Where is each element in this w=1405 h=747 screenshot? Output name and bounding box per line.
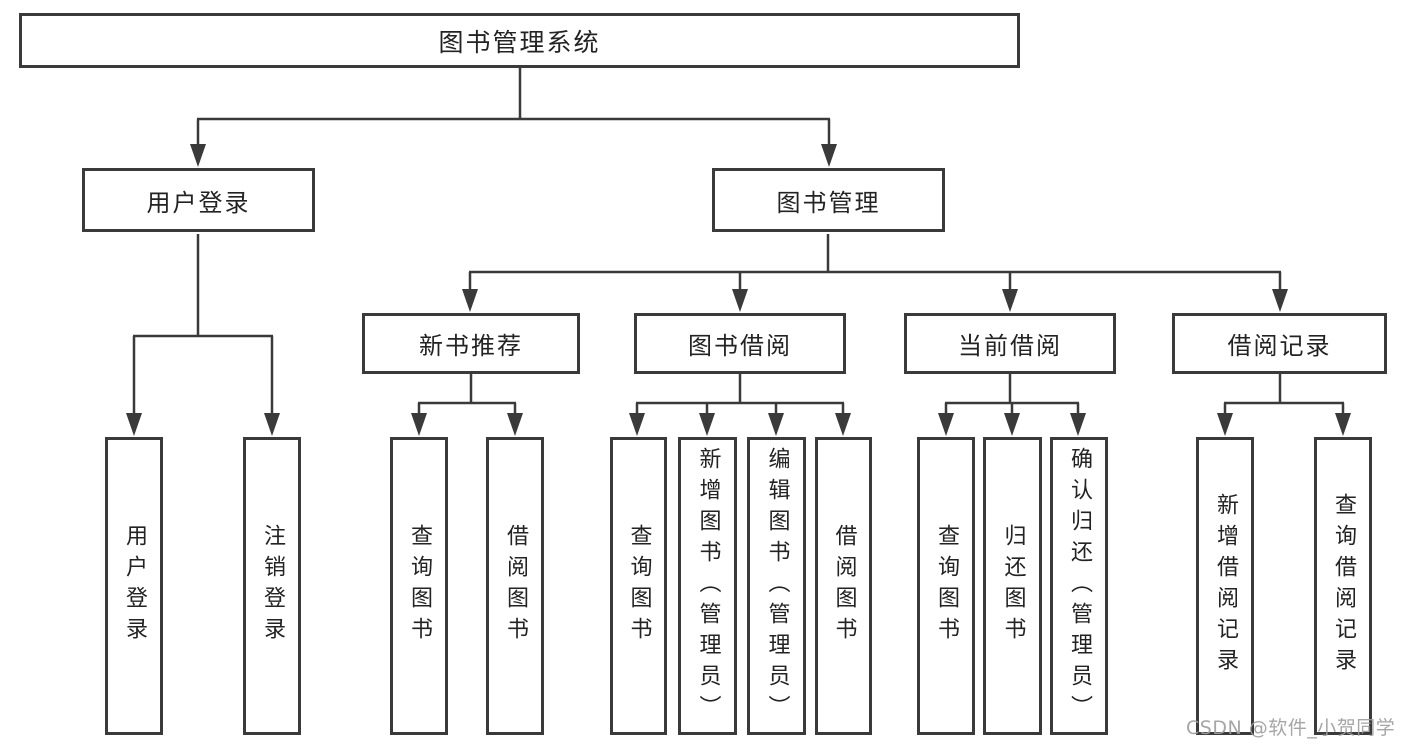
leaf-logout: 注销登录 [243, 437, 301, 735]
leaf-borrow-books-recommend: 借阅图书 [486, 437, 544, 735]
node-current-borrowing: 当前借阅 [904, 313, 1116, 374]
node-root: 图书管理系统 [19, 13, 1020, 68]
leaf-borrow-books: 借阅图书 [815, 437, 872, 735]
node-book-management: 图书管理 [712, 168, 945, 232]
leaf-edit-books-admin: 编辑图书（管理员） [747, 437, 806, 735]
node-user-login: 用户登录 [82, 168, 315, 232]
leaf-query-books-current: 查询图书 [917, 437, 975, 735]
node-new-book-recommend: 新书推荐 [362, 313, 580, 374]
arrowheads [126, 144, 1351, 436]
leaf-confirm-return-admin: 确认归还（管理员） [1050, 437, 1108, 735]
leaf-query-books-borrow: 查询图书 [610, 437, 667, 735]
leaf-query-books-recommend: 查询图书 [390, 437, 448, 735]
csdn-watermark: CSDN @软件_小贺同学 [1186, 717, 1396, 739]
leaf-add-books-admin: 新增图书（管理员） [678, 437, 737, 735]
leaf-user-login: 用户登录 [105, 437, 163, 735]
node-borrow-records: 借阅记录 [1172, 313, 1387, 374]
leaf-query-borrow-record: 查询借阅记录 [1314, 437, 1372, 735]
leaf-return-books: 归还图书 [983, 437, 1042, 735]
leaf-add-borrow-record: 新增借阅记录 [1196, 437, 1254, 735]
node-book-borrowing: 图书借阅 [634, 313, 846, 374]
